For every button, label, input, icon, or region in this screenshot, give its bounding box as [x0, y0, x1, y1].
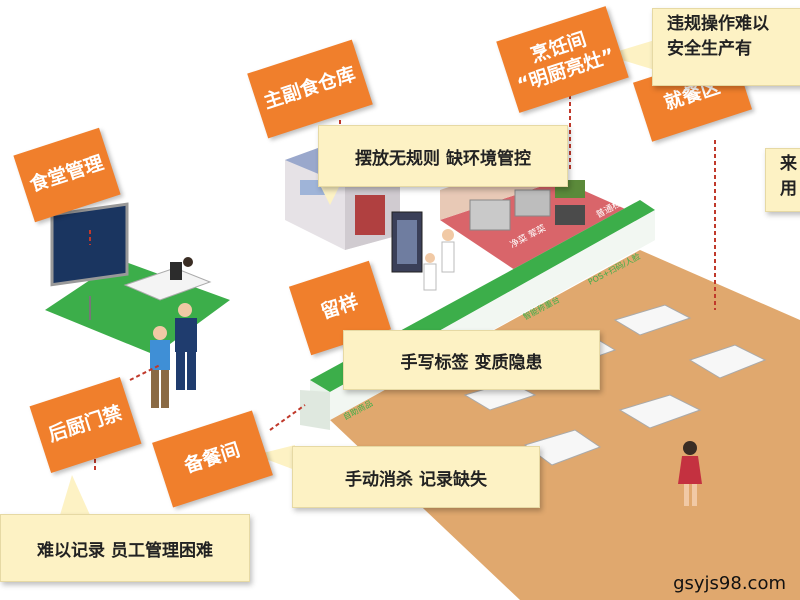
bubble-dining-issue: 来 用: [765, 148, 800, 212]
dining-floor: [330, 250, 800, 600]
bubble-prep-issue: 手动消杀 记录缺失: [292, 446, 540, 508]
bubble-warehouse-issue: 摆放无规则 缺环境管控: [318, 125, 568, 187]
bubble-cooking-issue-line2: 安全生产有: [667, 39, 752, 59]
bubble-dining-issue-line1: 来: [780, 154, 797, 174]
person-icon: [153, 326, 167, 340]
bubble-cooking-issue: 违规操作难以 安全生产有: [652, 8, 800, 86]
bubble-dining-issue-line2: 用: [780, 179, 797, 199]
bubble-sample-issue: 手写标签 变质隐患: [343, 330, 600, 390]
bubble-gate-issue: 难以记录 员工管理困难: [0, 514, 250, 582]
bubble-cooking-issue-line1: 违规操作难以: [667, 14, 769, 34]
watermark: gsyjs98.com: [673, 573, 786, 594]
